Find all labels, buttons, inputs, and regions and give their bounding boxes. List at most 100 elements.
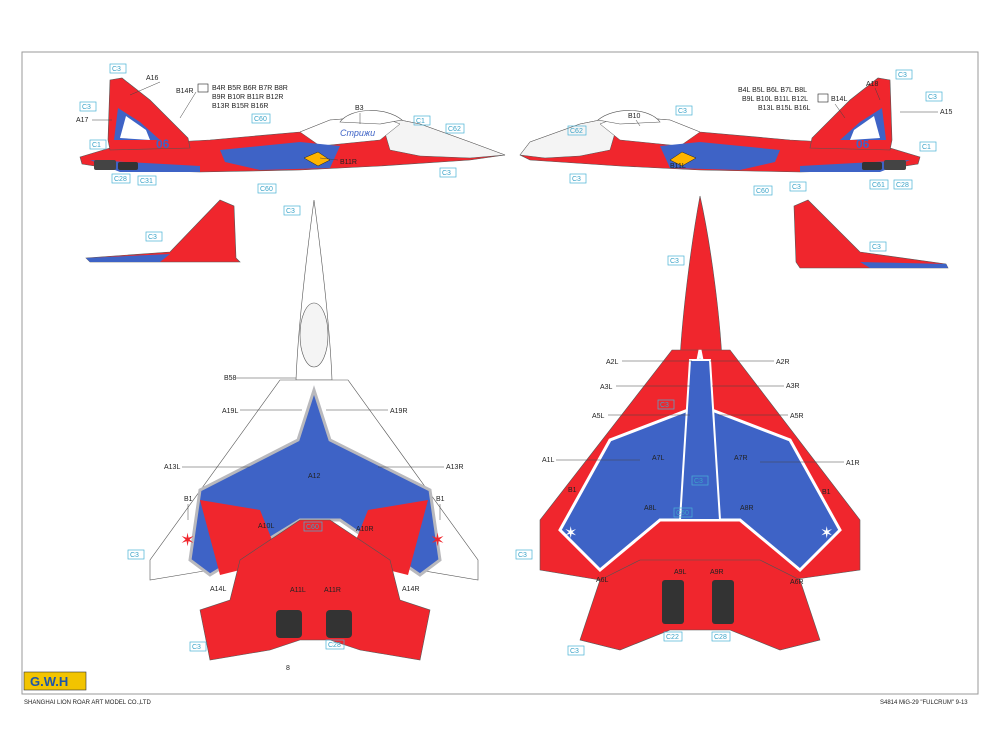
star-bottom-left: ✶ (564, 523, 577, 542)
callout-c28-nozzle-right: C28 (893, 179, 913, 190)
label-b58: B58 (224, 375, 237, 382)
label-a7r: A7R (734, 455, 748, 462)
stabilizer-right: C3 (793, 199, 949, 269)
svg-text:C62: C62 (448, 126, 461, 133)
svg-text:C3: C3 (670, 258, 679, 265)
star-bottom-right: ✶ (820, 523, 833, 542)
product-code: S4814 MiG-29 "FULCRUM" 9-13 (880, 700, 968, 706)
callout-c3-nose-bottom-right: C3 (569, 173, 587, 184)
footer: G.W.H SHANGHAI LION ROAR ART MODEL CO.,L… (23, 671, 968, 706)
label-a5r: A5R (790, 413, 804, 420)
label-a2l: A2L (606, 359, 619, 366)
star-top-right: ✶ (430, 530, 445, 551)
callout-c3-top-tail: C3 (189, 641, 207, 652)
callout-c3-stab-left: C3 (145, 231, 163, 242)
svg-text:C3: C3 (872, 244, 881, 251)
callout-c28-bottom-nozzle: C28 (711, 631, 731, 642)
label-b-group-r3: B13R B15R B16R (212, 103, 268, 110)
callout-c3-bottom-center: C3 (691, 475, 709, 486)
svg-text:C28: C28 (896, 182, 909, 189)
brand-logo: G.W.H (23, 671, 87, 691)
callout-c3-fin: C3 (79, 101, 97, 112)
svg-text:C3: C3 (792, 184, 801, 191)
callout-c3-belly-right: C3 (789, 181, 807, 192)
svg-text:C60: C60 (306, 524, 319, 531)
svg-text:C1: C1 (922, 144, 931, 151)
label-a5l: A5L (592, 413, 605, 420)
label-a8r: A8R (740, 505, 754, 512)
svg-text:C3: C3 (442, 170, 451, 177)
svg-text:C50: C50 (676, 510, 689, 517)
label-a16: A16 (146, 75, 159, 82)
callout-c3-bottom-nose: C3 (667, 255, 685, 266)
swift-emblem-left (303, 151, 331, 167)
label-a14l: A14L (210, 586, 226, 593)
label-b14r: B14R (176, 88, 194, 95)
label-a19r: A19R (390, 408, 408, 415)
svg-text:C3: C3 (518, 552, 527, 559)
label-a15: A15 (940, 109, 953, 116)
label-a10r: A10R (356, 526, 374, 533)
callout-c50-bottom-mid: C50 (673, 507, 693, 518)
svg-text:C3: C3 (112, 66, 121, 73)
callout-c28-nozzle: C28 (111, 173, 131, 184)
label-a3r: A3R (786, 383, 800, 390)
canopy-left (339, 110, 403, 125)
svg-text:C60: C60 (260, 186, 273, 193)
label-a1l: A1L (542, 457, 555, 464)
company-name: SHANGHAI LION ROAR ART MODEL CO.,LTD (24, 700, 151, 706)
stabilizer-left: C3 (85, 199, 241, 263)
label-b-group-l1: B4L B5L B6L B7L B8L (738, 87, 807, 94)
callout-c22-bottom-nozzle: C22 (663, 631, 683, 642)
callout-c60-spine: C60 (251, 113, 271, 124)
callout-c62-nose-right: C62 (567, 125, 587, 136)
sheet-border (21, 51, 979, 695)
callout-c3-bottom-inlet: C3 (657, 399, 675, 410)
label-a9r: A9R (710, 569, 724, 576)
callout-c3-fin-right: C3 (925, 91, 943, 102)
page-number: 8 (286, 665, 290, 672)
label-a8l: A8L (644, 505, 657, 512)
callout-c60-belly-right: C60 (753, 185, 773, 196)
label-a12: A12 (308, 473, 321, 480)
callout-c31-nozzle: C31 (137, 175, 157, 186)
callout-c3-stab-right: C3 (869, 241, 887, 252)
callout-c3-top-wing: C3 (127, 549, 145, 560)
label-b-group-l2: B9L B10L B11L B12L (742, 96, 808, 103)
label-a2r: A2R (776, 359, 790, 366)
svg-text:C3: C3 (570, 648, 579, 655)
svg-text:C28: C28 (328, 642, 341, 649)
svg-text:C61: C61 (872, 182, 885, 189)
svg-text:C3: C3 (898, 72, 907, 79)
svg-text:C3: C3 (572, 176, 581, 183)
svg-text:C3: C3 (660, 402, 669, 409)
label-b14l: B14L (831, 96, 847, 103)
svg-text:C22: C22 (666, 634, 679, 641)
label-a6l: A6L (596, 577, 609, 584)
label-a11l: A11L (290, 587, 306, 594)
aircraft-name-left: Стрижи (340, 128, 375, 138)
callout-c60-top-spine: C60 (303, 521, 323, 532)
side-view-left: 06 Стрижи B14R B4R B5R B6R B7R B8R B9R B… (76, 63, 506, 194)
label-a19l: A19L (222, 408, 238, 415)
callout-c1-rear-right: C1 (919, 141, 937, 152)
callout-c3-tail: C3 (109, 63, 127, 74)
label-a7l: A7L (652, 455, 665, 462)
label-b1-bottom-right: B1 (822, 489, 831, 496)
callout-c3-bottom-wing: C3 (515, 549, 533, 560)
svg-text:C3: C3 (82, 104, 91, 111)
callout-c62-nose: C62 (445, 123, 465, 134)
svg-text:C62: C62 (570, 128, 583, 135)
callout-c3-tail-right: C3 (895, 69, 913, 80)
svg-text:G.W.H: G.W.H (30, 674, 68, 689)
callout-c1-nose: C1 (413, 115, 431, 126)
label-b-group-l3: B13L B15L B16L (758, 105, 811, 112)
label-a3l: A3L (600, 384, 613, 391)
label-a6r: A6R (790, 579, 804, 586)
svg-text:C1: C1 (92, 142, 101, 149)
label-a9l: A9L (674, 569, 687, 576)
label-b3: B3 (355, 105, 364, 112)
svg-text:C60: C60 (254, 116, 267, 123)
svg-text:C60: C60 (756, 188, 769, 195)
